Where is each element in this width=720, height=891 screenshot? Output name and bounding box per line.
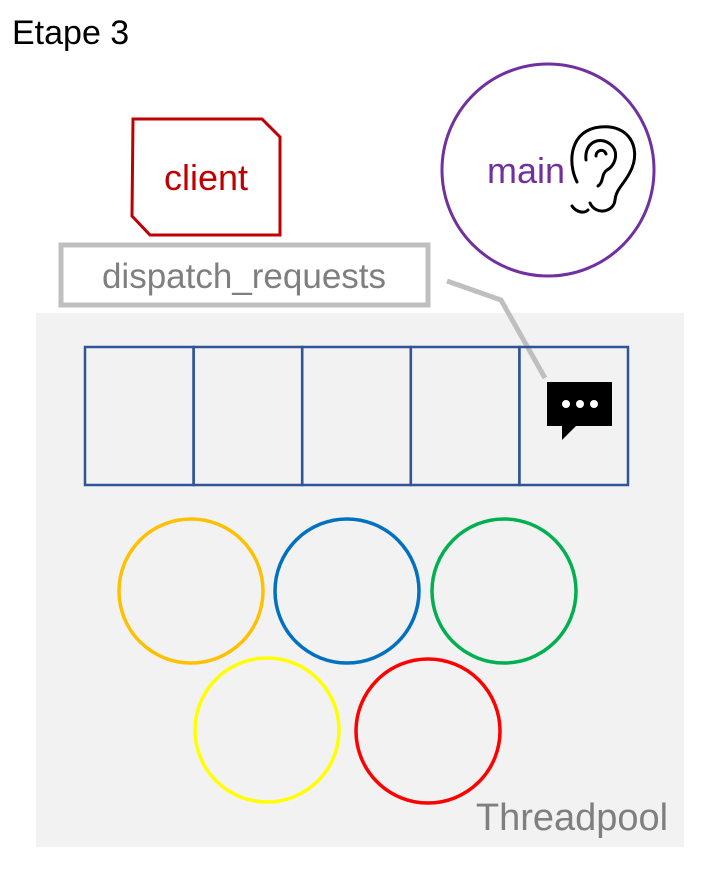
dispatch-requests-box [58, 242, 431, 308]
thread-circle [430, 517, 578, 665]
dispatch-requests-label: dispatch_requests [102, 257, 386, 296]
chat-message-icon [547, 382, 612, 440]
thread-circle [117, 517, 265, 665]
thread-circles [117, 517, 578, 805]
main-circle [440, 62, 656, 278]
client-box [130, 117, 282, 237]
request-queue [83, 345, 630, 487]
step-title: Etape 3 [12, 14, 130, 52]
thread-circle [273, 517, 421, 665]
client-label: client [164, 157, 248, 198]
main-label: main [487, 150, 565, 191]
dispatch-callout-line [446, 278, 548, 380]
threadpool-label: Threadpool [476, 797, 668, 839]
thread-circle [354, 657, 502, 805]
queue-slot [518, 345, 630, 487]
thread-circle [193, 656, 341, 804]
ear-icon [570, 125, 637, 214]
